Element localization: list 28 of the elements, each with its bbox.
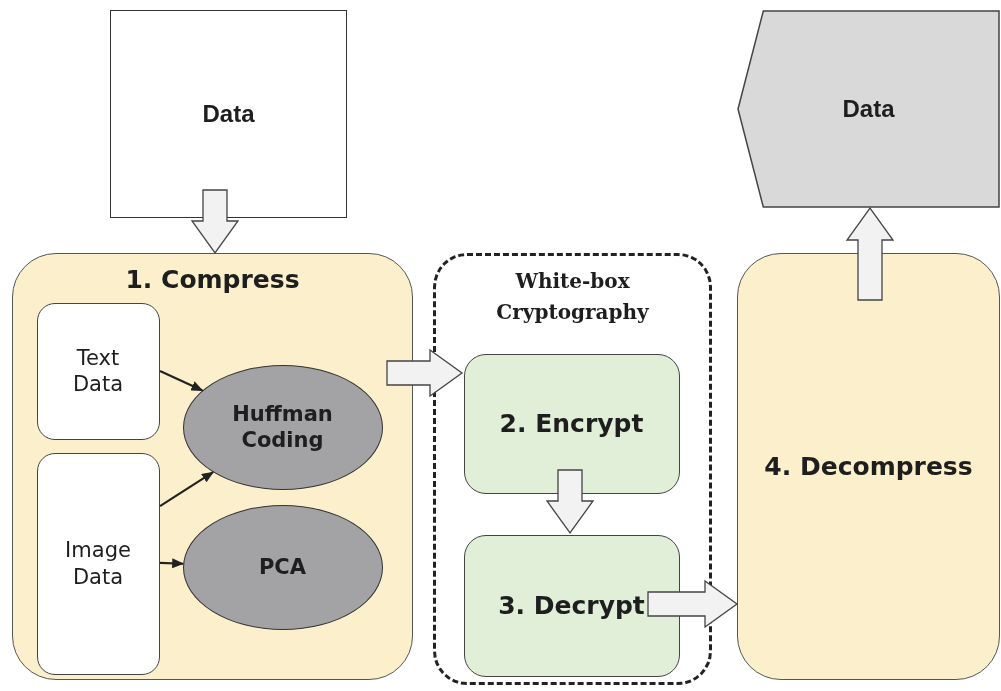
arrow bbox=[159, 471, 214, 507]
node-label: White-box Cryptography bbox=[495, 268, 650, 326]
node-label: Data bbox=[202, 99, 255, 129]
block-arrow bbox=[190, 189, 240, 255]
process-box bbox=[463, 534, 680, 677]
process-box bbox=[12, 253, 413, 680]
node-label: 3. Decrypt bbox=[498, 589, 645, 622]
arrow bbox=[159, 369, 204, 392]
block-arrow bbox=[647, 579, 739, 629]
node-label: 2. Encrypt bbox=[499, 407, 644, 440]
input-box bbox=[36, 452, 160, 675]
node-label: 1. Compress bbox=[125, 264, 300, 296]
node-label: 4. Decompress bbox=[764, 450, 973, 483]
process-box bbox=[737, 253, 1000, 680]
group-frame bbox=[433, 253, 712, 685]
block-arrow bbox=[545, 469, 595, 535]
node-label: PCA bbox=[258, 553, 307, 581]
node-label: Huffman Coding bbox=[231, 400, 334, 454]
block-arrow bbox=[386, 348, 464, 398]
node-label: Data bbox=[842, 94, 895, 124]
node-label: Image Data bbox=[64, 537, 132, 590]
input-box bbox=[36, 302, 160, 440]
node-label: Text Data bbox=[71, 344, 125, 398]
process-box bbox=[463, 353, 680, 494]
data-hexagon bbox=[737, 10, 1000, 208]
data-box bbox=[110, 10, 347, 218]
block-arrow bbox=[845, 206, 895, 301]
arrow bbox=[159, 558, 185, 569]
